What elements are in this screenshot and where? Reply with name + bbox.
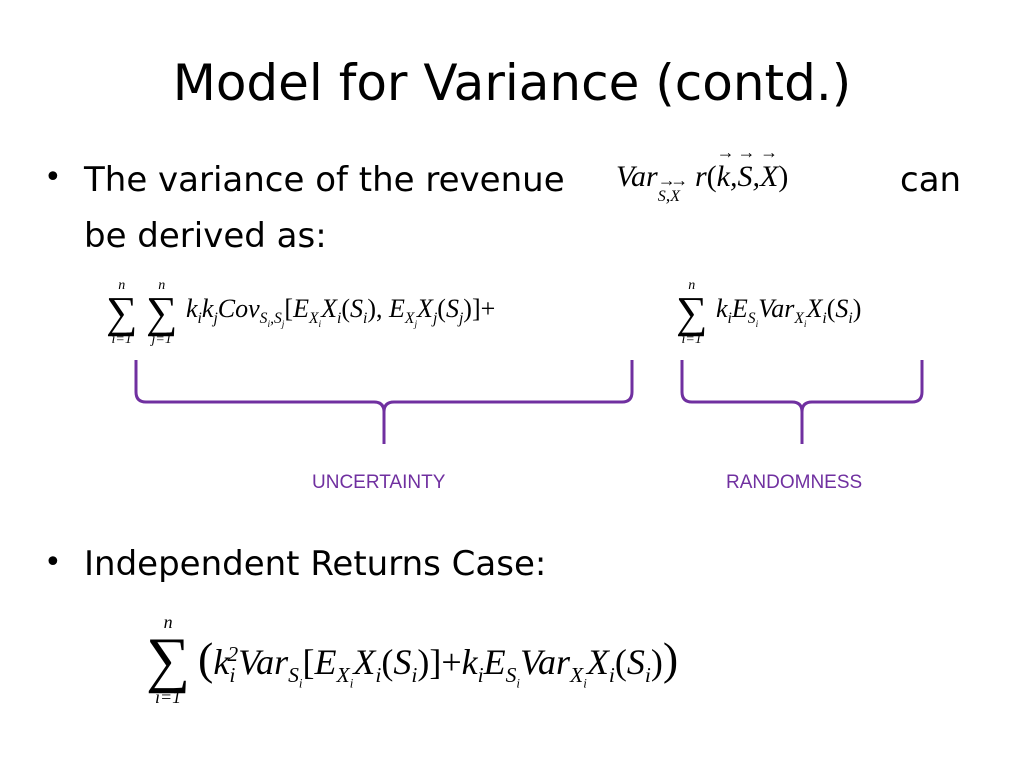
bullet-1-text-line2: be derived as: <box>84 216 327 256</box>
bullet-1-text-can: can <box>900 160 962 200</box>
bullet-1-text: The variance of the revenue <box>84 160 565 200</box>
bullet-2-text: Independent Returns Case: <box>84 544 547 584</box>
bullet-dot: • <box>44 545 62 580</box>
randomness-brace <box>680 360 924 444</box>
uncertainty-brace <box>134 360 634 444</box>
variance-expression: VarS,X r(k,S,X) <box>616 142 788 205</box>
bullet-dot: • <box>44 160 62 195</box>
randomness-label: RANDOMNESS <box>726 472 863 493</box>
uncertainty-label: UNCERTAINTY <box>312 472 446 493</box>
slide-title: Model for Variance (contd.) <box>172 54 852 112</box>
